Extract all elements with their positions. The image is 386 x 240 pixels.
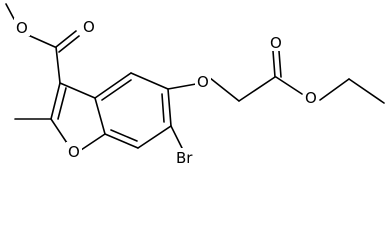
bond-c4-c5 xyxy=(130,72,169,90)
bond-c3a-c4 xyxy=(94,72,132,99)
bond-ethyl-ch3 xyxy=(348,78,385,104)
bond-o-ch2 xyxy=(209,77,240,102)
bond-co-o xyxy=(275,76,303,95)
molecule-drawing: O O O O O O Br xyxy=(5,3,385,167)
bond-c5-c6-inner xyxy=(161,93,165,123)
atom-furan-o: O xyxy=(66,142,82,161)
atom-ether-o-label: O xyxy=(197,73,209,91)
bond-c5-o xyxy=(167,83,197,90)
bond-methoxy-o xyxy=(27,34,56,48)
bond-carbonyl-2a xyxy=(272,50,276,78)
bond-methoxy-ch3 xyxy=(5,3,15,20)
atom-ester-o-single: O xyxy=(14,18,30,37)
atom-glycolate-o-single-label: O xyxy=(305,89,317,107)
bond-o1-c7a xyxy=(80,133,106,151)
bond-c6-c7 xyxy=(137,125,172,149)
bond-ch2-co xyxy=(238,76,276,102)
atom-ester-o-double-label: O xyxy=(83,18,95,36)
bond-c6-br xyxy=(170,125,183,149)
bond-c3a-c7a xyxy=(94,97,106,135)
bond-carbonyl-1b xyxy=(58,35,80,53)
bond-c2-o1 xyxy=(50,118,68,144)
atom-glycolate-o-single: O xyxy=(303,88,319,107)
bond-c3-c3a xyxy=(59,82,96,99)
structure-diagram: O O O O O O Br xyxy=(5,3,385,167)
bond-o-ethyl-ch2 xyxy=(319,78,350,101)
bond-carbonyl-2b xyxy=(278,50,282,78)
atom-bromine-label: Br xyxy=(176,149,193,167)
bond-c7-c7a xyxy=(104,133,139,149)
bond-carbonyl-1a xyxy=(55,30,77,48)
atom-label-layer: O O O O O O Br xyxy=(14,17,319,167)
atom-ester-o-double: O xyxy=(81,17,97,36)
atom-furan-o-label: O xyxy=(68,143,80,161)
atom-glycolate-o-double-label: O xyxy=(270,34,282,52)
bond-c7-c7a-inner xyxy=(110,129,138,142)
bond-c3-c2b xyxy=(57,87,67,120)
atom-ether-o: O xyxy=(195,72,211,91)
bond-layer xyxy=(5,3,385,151)
atom-glycolate-o-double: O xyxy=(268,33,284,52)
bond-c5-c6 xyxy=(167,88,172,127)
bond-ester-c3 xyxy=(55,46,61,84)
bond-c3a-c4-inner xyxy=(101,79,132,101)
atom-bromine: Br xyxy=(175,148,197,167)
bond-c3-c2a xyxy=(50,82,61,120)
atom-ester-o-single-label: O xyxy=(16,19,28,37)
